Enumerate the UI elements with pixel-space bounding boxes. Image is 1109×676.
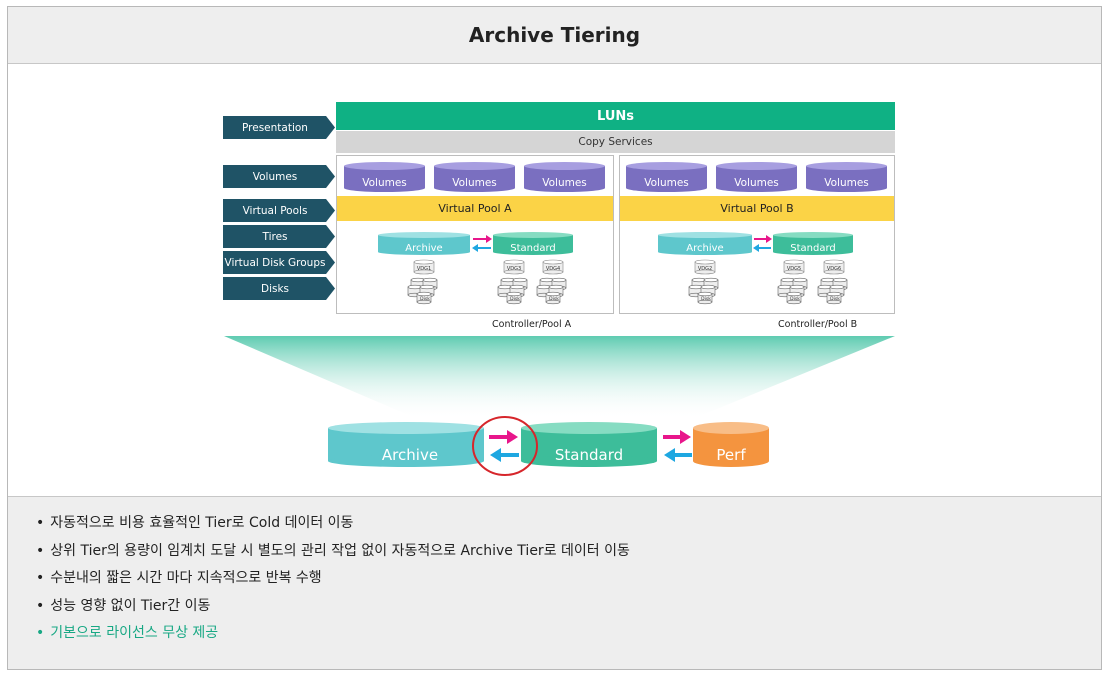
bullet-item-highlight: 기본으로 라이선스 무상 제공 [36,621,1101,649]
disk-stack: Disk [817,277,848,305]
volume-label: Volumes [542,177,587,189]
pool-a-tier-arrows [472,235,492,252]
svg-text:Standard: Standard [790,243,836,254]
bullet-item: 수분내의 짧은 시간 마다 지속적으로 반복 수행 [36,566,1101,594]
vdg-label: VDG5 [787,266,801,272]
layer-label-virtual-pools: Virtual Pools [223,199,335,222]
disk-label: Disk [510,296,520,302]
pool-b-archive-tier: Archive [658,232,752,255]
layer-label-volumes: Volumes [223,165,335,188]
volume-label: Volumes [362,177,407,189]
volume-cylinder: Volumes [626,162,707,192]
perf-tier-cylinder: Perf [693,422,769,467]
volume-label: Volumes [644,177,689,189]
volume-label: Volumes [824,177,869,189]
vdg-label: VDG3 [507,266,521,272]
layer-label-disks: Disks [223,277,335,300]
disk-label: Disk [549,296,559,302]
vdg-label: VDG4 [546,266,560,272]
volume-cylinder: Volumes [434,162,515,192]
virtual-pool-b: Virtual Pool B [620,196,894,221]
archive-tier-label: Archive [382,446,438,464]
bullet-list: 자동적으로 비용 효율적인 Tier로 Cold 데이터 이동 상위 Tier의… [8,497,1101,649]
disk-label: Disk [701,296,711,302]
archive-tier-cylinder: Archive [328,422,484,467]
disk-label: Disk [420,296,430,302]
pool-a-standard-tier: Standard [493,232,573,255]
volume-cylinder: Volumes [524,162,605,192]
standard-tier-label: Standard [555,446,623,464]
disk-label: Disk [790,296,800,302]
disk-stack: Disk [407,277,438,305]
volume-label: Volumes [734,177,779,189]
disk-stack: Disk [688,277,719,305]
svg-text:Archive: Archive [686,243,723,254]
svg-text:Standard: Standard [510,243,556,254]
vdg-cylinder: VDG6 [823,259,845,275]
disk-stack: Disk [497,277,528,305]
copy-services-bar: Copy Services [336,131,895,153]
luns-bar: LUNs [336,102,895,130]
perf-tier-label: Perf [716,446,746,464]
controller-b-caption: Controller/Pool B [778,319,858,330]
standard-tier-cylinder: Standard [521,422,657,467]
vdg-cylinder: VDG4 [542,259,564,275]
pool-b-standard-tier: Standard [773,232,853,255]
vdg-cylinder: VDG5 [783,259,805,275]
bullet-item: 상위 Tier의 용량이 임계치 도달 시 별도의 관리 작업 없이 자동적으로… [36,539,1101,567]
highlight-circle [472,416,538,476]
bullet-panel: 자동적으로 비용 효율적인 Tier로 Cold 데이터 이동 상위 Tier의… [8,496,1101,669]
vdg-label: VDG6 [827,266,841,272]
disk-stack: Disk [777,277,808,305]
pool-a-archive-tier: Archive [378,232,470,255]
volume-label: Volumes [452,177,497,189]
volume-cylinder: Volumes [806,162,887,192]
layer-label-presentation: Presentation [223,116,335,139]
bullet-item: 자동적으로 비용 효율적인 Tier로 Cold 데이터 이동 [36,511,1101,539]
bullet-item: 성능 영향 없이 Tier간 이동 [36,594,1101,622]
virtual-pool-a: Virtual Pool A [337,196,613,221]
slide-header: Archive Tiering [8,7,1101,64]
disk-stack: Disk [536,277,567,305]
funnel-shape [224,336,895,420]
archive-standard-arrows [489,430,519,462]
controller-a-caption: Controller/Pool A [492,319,572,330]
standard-perf-arrows [663,430,692,462]
svg-text:Archive: Archive [405,243,442,254]
vdg-label: VDG1 [417,266,431,272]
layer-label-virtual-disk-groups: Virtual Disk Groups [223,251,335,274]
slide-title: Archive Tiering [468,23,641,47]
volume-cylinder: Volumes [716,162,797,192]
volume-cylinder: Volumes [344,162,425,192]
vdg-cylinder: VDG3 [503,259,525,275]
vdg-cylinder: VDG2 [694,259,716,275]
pool-b-tier-arrows [753,235,772,252]
vdg-cylinder: VDG1 [413,259,435,275]
vdg-label: VDG2 [698,266,712,272]
layer-label-tires: Tires [223,225,335,248]
disk-label: Disk [830,296,840,302]
